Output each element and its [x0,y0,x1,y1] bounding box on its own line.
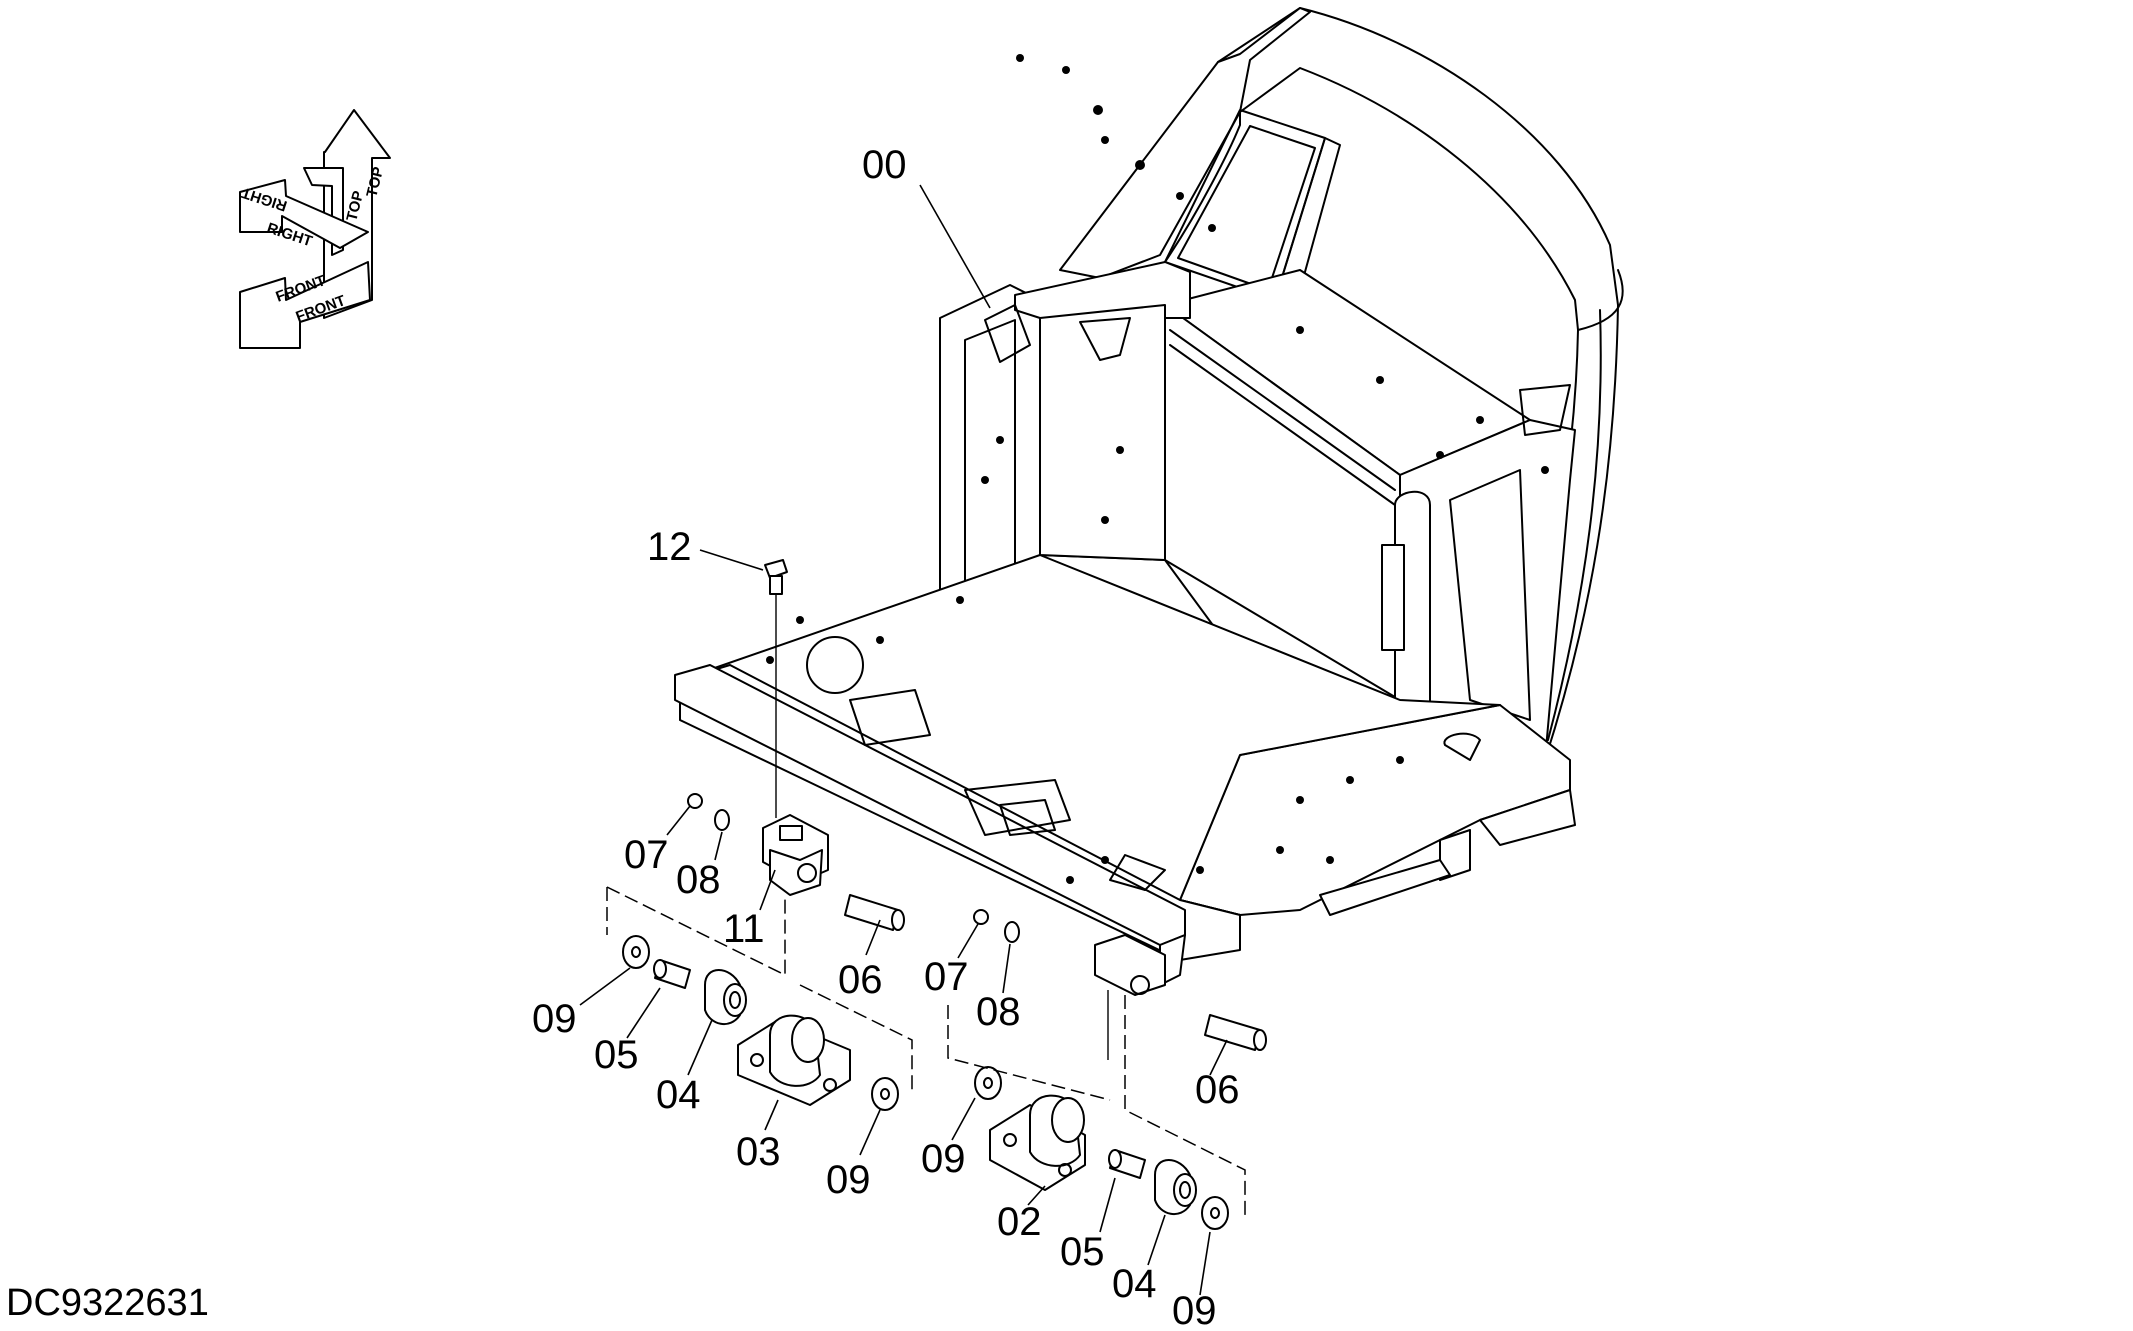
callout-07-right: 07 [924,955,969,999]
callout-05-left: 05 [594,1033,639,1077]
bolt-07-right [973,909,989,925]
washer-09-left-a [622,935,650,969]
right-bracket [1094,934,1166,996]
callout-02: 02 [997,1200,1042,1244]
drawing-number: DC9322631 [6,1282,209,1324]
roof-edge [1059,7,1311,279]
callout-09-right-b: 09 [1172,1289,1217,1331]
mount-assembly-left [606,793,913,1111]
callout-04-left: 04 [656,1073,701,1117]
callout-09-left-a: 09 [532,997,577,1041]
mount-bracket-11 [762,814,829,896]
washer-08-left [714,809,730,831]
callout-08-right: 08 [976,990,1021,1034]
pin-06-right [1204,1014,1267,1051]
callout-00: 00 [862,143,907,187]
cab-frame [674,7,1624,986]
callout-labels: 00 12 07 08 11 06 09 05 04 03 09 07 08 0… [532,143,1240,1331]
mount-assembly-right [947,909,1267,1230]
bolt-12 [764,559,788,595]
bushing-04-left [704,969,747,1025]
callout-03: 03 [736,1130,781,1174]
pin-06-left [844,894,905,931]
collar-05-left [653,959,691,989]
bolt-07-left [687,793,703,809]
callout-04-right: 04 [1112,1262,1157,1306]
right-arrow-icon [239,179,369,249]
front-arrow-icon [239,261,371,349]
callout-11: 11 [723,907,765,951]
washer-08-right [1004,921,1020,943]
callout-05-right: 05 [1060,1230,1105,1274]
mount-block-03 [737,1014,851,1106]
callout-06-left: 06 [838,958,883,1002]
washer-09-right-b [1201,1196,1229,1230]
mount-block-02 [989,1094,1086,1191]
callout-07-left: 07 [624,833,669,877]
dir-label-top-2: TOP [343,189,367,223]
orientation-indicator: TOP TOP RIGHT RIGHT FRONT FRONT [239,109,391,349]
washer-09-left-b [871,1077,899,1111]
callout-08-left: 08 [676,858,721,902]
callout-06-right: 06 [1195,1068,1240,1112]
leader-lines [579,184,1228,1296]
side-panel-left [1039,304,1166,561]
bushing-04-right [1154,1159,1197,1215]
callout-09-right-a: 09 [921,1137,966,1181]
callout-09-left-b: 09 [826,1158,871,1202]
collar-05-right [1108,1149,1146,1179]
dir-label-top-1: TOP [363,165,387,199]
washer-09-right-a [974,1066,1002,1100]
callout-12: 12 [647,525,692,569]
